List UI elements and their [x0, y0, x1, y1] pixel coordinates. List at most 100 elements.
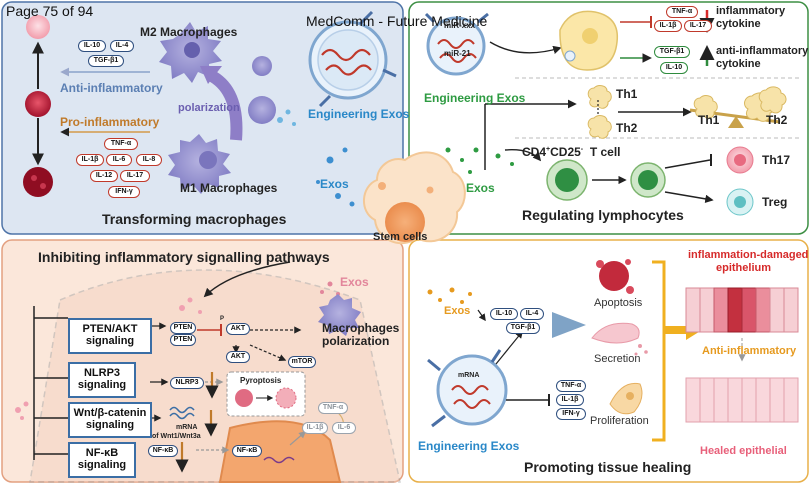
damaged-label-1: inflammation-damaged [688, 249, 809, 261]
pro-inflammatory-label: Pro-inflammatory [60, 115, 160, 129]
inflammatory-label-1: inflammatory [716, 5, 786, 17]
proliferation-cell-icon [609, 382, 643, 415]
pill-tgfb1: TGF-β1 [654, 46, 690, 58]
panel-title-signalling: Inhibiting inflammatory signalling pathw… [38, 249, 330, 265]
akt-pill-1: AKT [226, 323, 250, 335]
page-indicator: Page 75 of 94 [6, 3, 94, 19]
pill-il1b: IL-1β [654, 20, 682, 32]
exos-healing-label: Exos [444, 305, 471, 317]
healing-pill-il4: IL-4 [520, 308, 544, 320]
anti-inflammatory-healing-label: Anti-inflammatory [702, 345, 797, 357]
cytokine-il12: IL-12 [90, 170, 118, 182]
nfkb-pill-nucleus: NF-κB [232, 445, 262, 457]
mtor-pill: mTOR [288, 356, 316, 368]
nfkb-box-line1: NF-κB [85, 447, 119, 459]
exos-signal-label: Exos [340, 275, 369, 289]
mrna-label: mRNA [176, 424, 198, 431]
healing-pill-tgfb1: TGF-β1 [506, 322, 540, 334]
damaged-epithelium [685, 287, 799, 333]
inflamed-cell-icon [25, 91, 51, 117]
source-title: MedComm - Future Medicine [306, 13, 488, 29]
secretion-label: Secretion [594, 353, 641, 365]
grey-pill-tnfa: TNF-α [318, 402, 348, 414]
polarization-label: polarization [178, 102, 240, 114]
polarized-macrophage-icon [318, 294, 361, 336]
pten-pill-2: PTEN [170, 334, 196, 346]
effect-triangle [552, 312, 586, 338]
exos-lymph-label: Exos [466, 181, 495, 195]
akt-pill-2: AKT [226, 351, 250, 363]
mir-top-label: miR-xxx [444, 21, 476, 30]
wnt-box-line1: Wnt/β-catenin [73, 407, 147, 419]
tcell-label: CD4+CD25- T cell [522, 145, 621, 159]
pten-akt-box-line1: PTEN/AKT [82, 323, 138, 335]
macrophage-transition-icon [248, 96, 276, 124]
phospho-label: P [220, 316, 225, 322]
apoptosis-cell-icon [599, 261, 629, 291]
th2-label: Th2 [616, 121, 638, 135]
inhib-pill-ifng: IFN-γ [556, 408, 586, 420]
healed-epithelium [685, 377, 799, 423]
mrna-wnt-label: of Wnt1/Wnt3a [152, 433, 201, 440]
inhib-pill-tnfa: TNF-α [556, 380, 586, 392]
healthy-cell-icon [26, 15, 50, 39]
th1-label: Th1 [616, 87, 638, 101]
inhib-pill-il1b: IL-1β [556, 394, 584, 406]
cytokine-il10: IL-10 [78, 40, 106, 52]
pill-tnfa: TNF-α [666, 6, 698, 18]
m2-label: M2 Macrophages [140, 25, 238, 39]
m1-label: M1 Macrophages [180, 181, 278, 195]
m1-macrophage-icon [168, 134, 231, 194]
mir21-label: miR-21 [444, 49, 471, 58]
cytokine-il8: IL-8 [136, 154, 162, 166]
small-macrophage-icon [252, 56, 272, 76]
exos-label: Exos [320, 177, 349, 191]
inflammatory-label-2: cytokine [716, 18, 761, 30]
proliferation-label: Proliferation [590, 415, 649, 427]
cytokine-il17: IL-17 [120, 170, 150, 182]
damaged-label-2: epithelium [716, 262, 772, 274]
cytokine-il1b: IL-1β [76, 154, 104, 166]
mac-polar-label-2: polarization [322, 334, 390, 348]
nfkb-box-line2: signaling [77, 459, 127, 471]
cytokine-ifng: IFN-γ [108, 186, 140, 198]
th1-balance-label: Th1 [698, 113, 720, 127]
nfkb-pill-cytoplasm: NF-κB [148, 445, 178, 457]
nlrp3-pill: NLRP3 [170, 377, 204, 389]
cytokine-il4: IL-4 [110, 40, 134, 52]
nlrp3-signaling-box: NLRP3 signaling [68, 362, 136, 398]
pten-akt-signaling-box: PTEN/AKT signaling [68, 318, 152, 354]
engineering-exos-label: Engineering Exos [308, 107, 410, 121]
cytokine-tgfb1: TGF-β1 [88, 55, 124, 67]
mrna-healing-label: mRNA [458, 372, 480, 379]
apoptosis-label: Apoptosis [594, 297, 643, 309]
healing-exosome-icon [436, 354, 508, 426]
mir21-exosome-icon [426, 16, 486, 76]
pill-il17: IL-17 [684, 20, 712, 32]
th17-label: Th17 [762, 153, 791, 167]
stem-cells-label: Stem cells [373, 231, 428, 243]
cytokine-il6: IL-6 [106, 154, 132, 166]
nfkb-signaling-box: NF-κB signaling [68, 442, 136, 478]
healed-label: Healed epithelial [700, 445, 787, 457]
wnt-signaling-box: Wnt/β-catenin signaling [68, 402, 152, 438]
engineering-exos-healing-label: Engineering Exos [418, 439, 520, 453]
healing-pill-il10: IL-10 [490, 308, 518, 320]
pill-il10: IL-10 [660, 62, 688, 74]
engineering-exos-lymph-label: Engineering Exos [424, 91, 526, 105]
anti-inflammatory-label-1: anti-inflammatory [716, 45, 809, 57]
panel-title-lymphocytes: Regulating lymphocytes [522, 207, 684, 223]
cytokine-tnfa: TNF-α [104, 138, 138, 150]
th2-balance-label: Th2 [766, 113, 788, 127]
grey-pill-il1b: IL-1β [302, 422, 328, 434]
bracket [652, 260, 666, 442]
pten-pill-1: PTEN [170, 322, 196, 334]
mac-polar-label-1: Macrophages [322, 321, 400, 335]
nlrp3-box-line1: NLRP3 [83, 367, 121, 379]
pten-akt-box-line2: signaling [85, 335, 135, 347]
wnt-box-line2: signaling [85, 419, 135, 431]
pyroptosis-label: Pyroptosis [240, 376, 282, 385]
damaged-cell-icon [23, 167, 53, 197]
